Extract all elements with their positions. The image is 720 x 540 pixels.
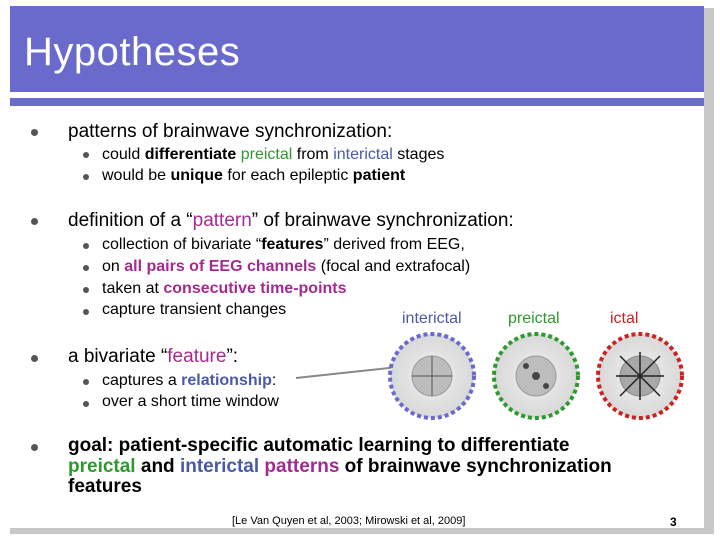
- sub-bullet-collection: collection of bivariate “features” deriv…: [102, 236, 465, 253]
- label-ictal: ictal: [610, 310, 639, 327]
- sub-bullet-dot: [83, 174, 89, 180]
- slide-frame-right: [704, 8, 714, 528]
- sub-bullet-differentiate: could differentiate preictal from interi…: [102, 146, 445, 163]
- bullet-definition: definition of a “pattern” of brainwave s…: [68, 210, 514, 231]
- label-preictal: preictal: [508, 310, 560, 327]
- sub-bullet-unique: would be unique for each epileptic patie…: [102, 167, 406, 184]
- sub-bullet-dot: [83, 243, 89, 249]
- sub-bullet-transient: capture transient changes: [102, 301, 287, 318]
- bullet-patterns: patterns of brainwave synchronization:: [68, 121, 393, 142]
- sub-bullet-dot: [83, 152, 89, 158]
- sub-bullet-dot: [83, 401, 89, 407]
- bullet-dot: [31, 355, 38, 362]
- bullet-goal-line1: goal: patient-specific automatic learnin…: [68, 435, 570, 456]
- bullet-dot: [31, 218, 38, 225]
- sub-bullet-timepoints: taken at consecutive time-points: [102, 280, 347, 297]
- bullet-feature: a bivariate “feature”:: [68, 346, 239, 367]
- title-bar-stripe: [10, 92, 704, 98]
- sub-bullet-dot: [83, 379, 89, 385]
- bullet-dot: [31, 129, 38, 136]
- sub-bullet-pairs: on all pairs of EEG channels (focal and …: [102, 258, 471, 275]
- pointer-arrow: [295, 366, 399, 379]
- sub-bullet-relationship: captures a relationship:: [102, 372, 277, 389]
- sub-bullet-window: over a short time window: [102, 393, 279, 410]
- page-number: 3: [670, 515, 677, 529]
- bullet-goal-line3: features: [68, 476, 142, 497]
- slide-title: Hypotheses: [24, 30, 241, 74]
- sub-bullet-dot: [83, 309, 89, 315]
- title-bar: [10, 6, 704, 106]
- sub-bullet-dot: [83, 287, 89, 293]
- label-interictal: interictal: [402, 310, 462, 327]
- bullet-dot: [31, 444, 38, 451]
- slide-frame-bottom: [10, 528, 714, 534]
- citation: [Le Van Quyen et al, 2003; Mirowski et a…: [232, 515, 466, 527]
- bullet-goal-line2: preictal and interictal patterns of brai…: [68, 456, 612, 477]
- sub-bullet-dot: [83, 265, 89, 271]
